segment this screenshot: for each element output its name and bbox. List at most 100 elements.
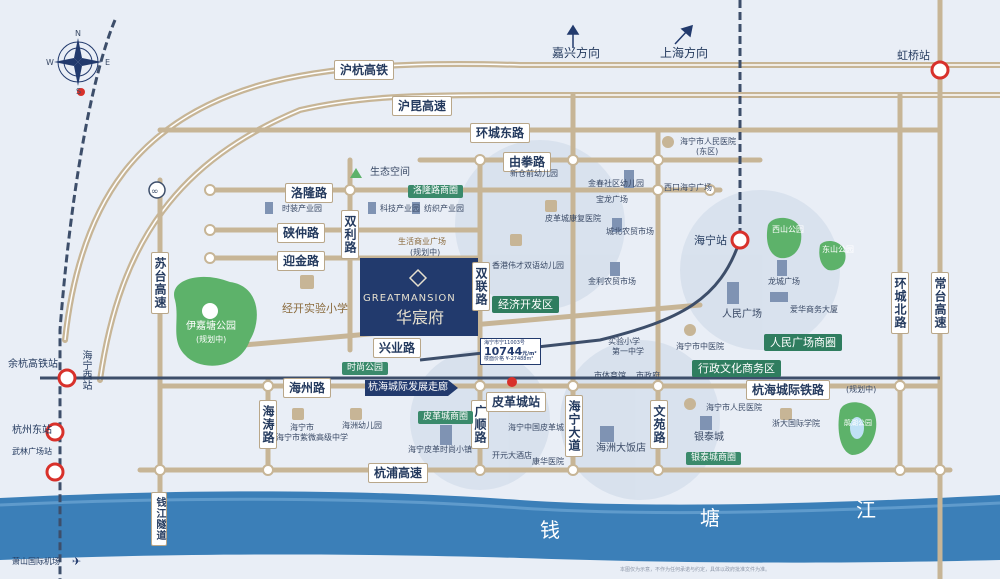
landmark-chinese-hospital: 海宁市中医院 [676,342,724,351]
compass-west-label: W [46,58,54,67]
road-label-sutai: 苏台高速 [151,252,169,314]
yuhang-station-icon [57,368,77,388]
shanghai-direction: 上海方向 [660,46,709,60]
road-label-hu-hang-rail: 沪杭高铁 [334,60,395,80]
landmark-jingkai-school: 经开实验小学 [282,302,348,315]
river-char-2: 塘 [700,506,720,530]
compass-south-label: S [76,87,82,96]
landmark-hospital-east-sub: (东区) [696,147,719,156]
station-label-haining: 海宁站 [694,234,727,247]
park-yijiatang-note: (规划中) [196,335,227,344]
landmark-ziwei-middle: 海宁市紫微高级中学 [276,433,348,442]
road-label-xiazhong: 硖仲路 [277,223,326,243]
project-name-cn: 华宸府 [396,308,445,327]
station-label-wulin: 武林广场站 [12,447,52,456]
zone-admin-culture: 行政文化商务区 [692,360,781,377]
road-label-yingjin: 迎金路 [277,251,326,271]
landmark-zhejiang-school: 浙大国际学院 [772,419,820,428]
road-label-haizhou: 海州路 [283,378,332,398]
compass-north-label: N [75,29,81,38]
jiaxing-direction: 嘉兴方向 [552,46,601,60]
zone-hanghai-corridor: 杭海城际发展走廊 [368,382,448,393]
zone-luolong-business: 洛隆路商圈 [408,185,464,198]
road-label-shuanglian: 双联路 [472,262,490,311]
station-label-hongqiao: 虹桥站 [897,49,930,62]
expressway-arc-lines [64,63,1000,381]
road-label-huancheng-north: 环城北路 [891,272,909,334]
station-label-haining-west: 海宁西站 [80,350,91,390]
landmark-eco-space: 生态空间 [370,167,410,178]
halo-east [680,190,840,350]
park-lake: 鹃湖公园 [844,419,872,427]
road-label-qianjiang-tunnel: 钱江隧道 [151,492,167,546]
landmark-jinchun-kinder: 金春社区幼儿园 [588,179,644,188]
landmark-pige-doctor: 皮革城康复医院 [545,214,601,223]
landmark-kaiyuan-hotel: 开元大酒店 [492,451,532,460]
road-label-huancheng-east: 环城东路 [470,123,531,143]
landmark-shenghuo-plaza: 生活商业广场 [398,237,446,246]
svg-text:∞: ∞ [151,187,159,197]
landmark-people-hospital: 海宁市人民医院 [706,403,762,412]
halo-south [560,340,720,500]
yijiatang-park [174,276,257,366]
landmark-chengbei-market: 城北农贸市场 [606,227,654,236]
landmark-shenghuo-note: (规划中) [410,248,441,257]
landmark-longdu-square: 龙城广场 [768,277,800,286]
xishan-park [766,217,802,259]
haining-station-icon [730,230,750,250]
landmark-yintai: 银泰城 [694,432,724,443]
station-label-pigecheng: 皮革城站 [486,392,547,412]
zone-economic-dev: 经济开发区 [492,296,559,313]
zone-fashion-park: 时尚公园 [342,362,389,375]
park-yijiatang: 伊嘉塘公园 [186,321,236,332]
rail-west-line [58,19,117,579]
compass-east-label: E [105,58,111,67]
road-label-wenyuan: 文苑路 [650,400,668,449]
lake-water [850,417,864,439]
zone-pige-business: 皮革城商圈 [418,411,474,424]
landmark-haining-pige: 海宁中国皮革城 [508,423,564,432]
facility-icons [292,136,792,420]
landmark-shiyan-school: 实验小学 [608,337,640,346]
price-card-line1: 海宁市宁11003号 [484,340,525,346]
hongqiao-station-icon [930,60,950,80]
qiantang-river [0,491,1000,563]
tree-icons [202,168,362,319]
road-label-haitao: 海涛路 [259,400,277,449]
park-xishan: 西山公园 [772,225,804,234]
road-label-haining-avenue: 海宁大道 [565,395,583,457]
price-card-number: 10744 [484,345,523,358]
landmark-xikou: 西口海宁广场 [664,183,712,192]
landmark-hospital-east: 海宁市人民医院 [680,137,736,146]
road-label-rail-note: (规划中) [846,385,877,394]
halo-north [455,140,625,310]
dongshan-park [819,240,846,271]
road-label-hu-kun: 沪昆高速 [392,96,453,116]
road-label-xingye: 兴业路 [373,338,422,358]
wulin-station-icon [45,462,65,482]
road-label-hang-pu: 杭浦高速 [368,463,429,483]
landmark-fangzhi-park: 纺织产业园 [424,204,464,213]
rail-haining-branch [419,239,742,362]
direction-arrows [566,24,693,48]
station-label-hangzhou-east: 杭州东站 [12,425,52,436]
landmark-government: 市政府 [636,371,660,380]
project-logo-icon [408,268,428,288]
landmark-jinli-market: 金利农贸市场 [588,277,636,286]
landmark-kanghua-hospital: 康华医院 [532,457,564,466]
corridor-arrow [365,380,458,396]
landmark-haining-city: 海宁市 [290,423,314,432]
landmark-people-square: 人民广场 [722,309,762,320]
river-highlight [0,497,1000,515]
price-card-unit: 元/m² [522,351,537,357]
road-label-hang-hai-rail: 杭海城际铁路 [746,380,831,400]
compass-rose-icon [54,38,102,86]
footnote: 本图仅为示意，不作为任何承诺与约定，具体以政府批准文件为准。 [620,567,771,573]
landmark-yizhong: 第一中学 [612,347,644,356]
project-name-en: GREATMANSION [363,293,456,304]
park-dongshan: 东山公园 [822,245,854,254]
landmark-kinder-1: 新仓前幼儿园 [510,169,558,178]
landmark-renmin-ju: 爱华商务大厦 [790,305,838,314]
building-icons [265,170,788,445]
